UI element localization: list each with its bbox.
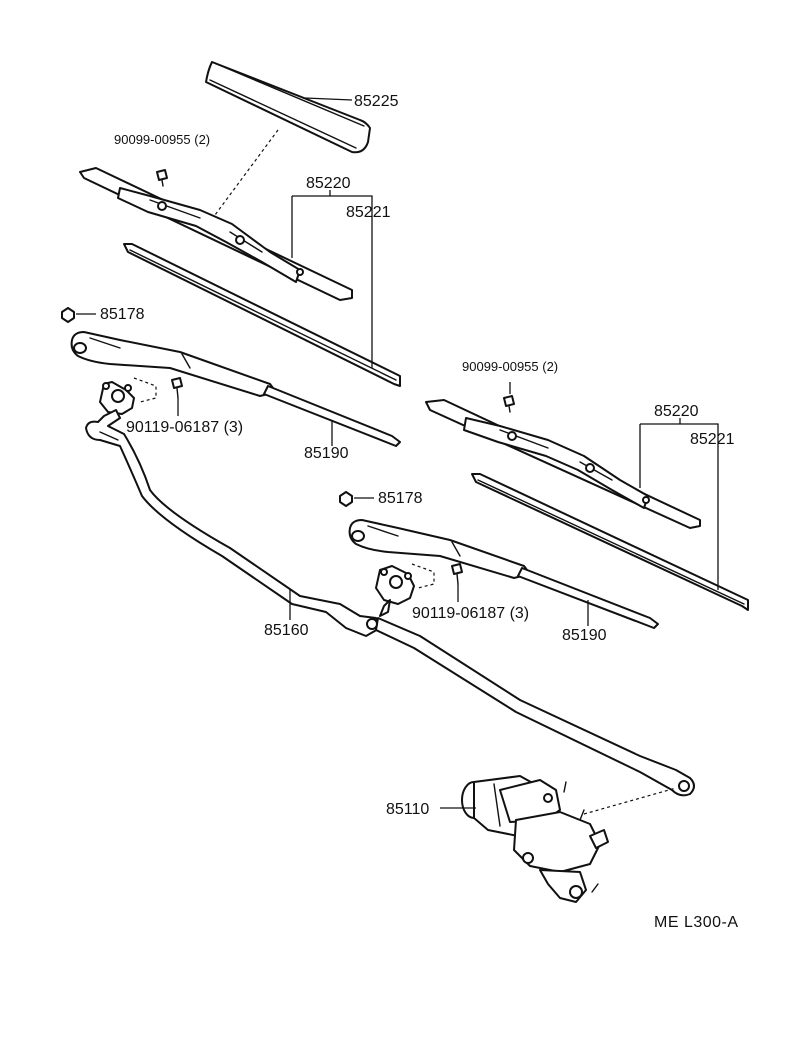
label-85178-right: 85178 [378, 490, 423, 507]
left-wiper-arm [70, 331, 401, 447]
right-wiper-arm [348, 519, 659, 629]
right-blade-refill [471, 473, 749, 611]
label-85178-left: 85178 [100, 306, 145, 323]
label-85220-left: 85220 [306, 175, 351, 192]
wiper-motor [461, 775, 609, 903]
screw-left-icon [156, 169, 168, 187]
wiper-link-rod [85, 409, 695, 797]
label-85110: 85110 [386, 801, 429, 818]
nut-left-icon [61, 307, 75, 323]
left-pivot-bracket [99, 381, 135, 415]
label-85220-right: 85220 [654, 403, 699, 420]
label-85190-left: 85190 [304, 445, 349, 462]
nut-right-icon [339, 491, 353, 507]
label-screw-upper-right: 90099-00955 (2) [462, 359, 558, 374]
left-wiper-blade [79, 167, 353, 301]
label-bolt-left: 90119-06187 (3) [126, 419, 243, 436]
bolt-left-icon [171, 377, 183, 399]
label-85221-left: 85221 [346, 204, 391, 221]
right-wiper-blade [425, 399, 701, 529]
left-blade-refill [123, 243, 401, 387]
label-85225: 85225 [354, 93, 399, 110]
right-pivot-bracket [375, 565, 415, 617]
label-bolt-right: 90119-06187 (3) [412, 605, 529, 622]
label-85160: 85160 [264, 622, 309, 639]
bolt-right-icon [451, 563, 463, 585]
diagram-code: ME L300-A [654, 914, 739, 931]
label-screw-upper-left: 90099-00955 (2) [114, 132, 210, 147]
label-85190-right: 85190 [562, 627, 607, 644]
wiper-spoiler-cover [205, 61, 371, 154]
screw-right-icon [503, 395, 515, 413]
label-85221-right: 85221 [690, 431, 735, 448]
